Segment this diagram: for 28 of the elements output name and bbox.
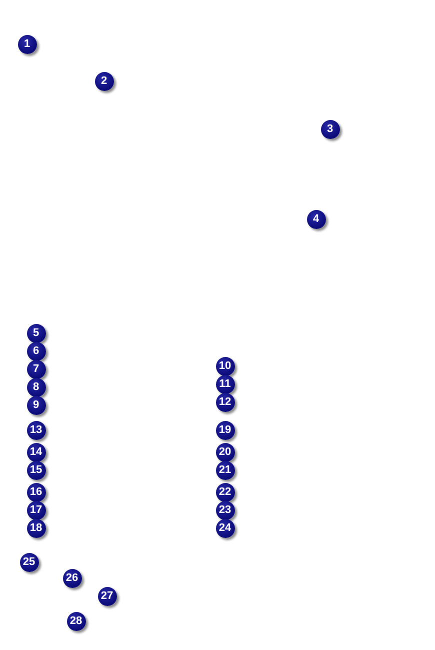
callout-number: 22: [216, 482, 234, 502]
callout-number: 9: [26, 396, 46, 414]
callout-number: 24: [216, 518, 234, 538]
callout-number: 3: [320, 120, 340, 138]
callout-number: 25: [20, 552, 38, 572]
callout-number: 15: [26, 460, 46, 480]
callout-number: 17: [26, 500, 46, 520]
callout-number: 2: [94, 72, 114, 90]
callout-number: 16: [26, 482, 46, 502]
callout-number: 21: [216, 460, 234, 480]
callout-number: 10: [216, 356, 234, 376]
callout-number: 6: [26, 342, 46, 360]
callout-number: 28: [66, 612, 86, 630]
callout-number: 13: [26, 420, 46, 440]
callout-number: 19: [216, 420, 234, 440]
callout-number: 5: [26, 324, 46, 342]
callout-number: 11: [216, 374, 234, 394]
callout-number: 23: [216, 500, 234, 520]
callout-number: 4: [306, 210, 326, 228]
callout-number: 27: [98, 586, 116, 606]
callout-number: 18: [26, 518, 46, 538]
callout-number: 14: [26, 442, 46, 462]
callout-number: 8: [26, 378, 46, 396]
callout-number: 7: [26, 360, 46, 378]
callout-number: 20: [216, 442, 234, 462]
callout-number: 1: [18, 34, 36, 54]
callout-number: 26: [62, 568, 82, 588]
callout-number: 12: [216, 392, 234, 412]
